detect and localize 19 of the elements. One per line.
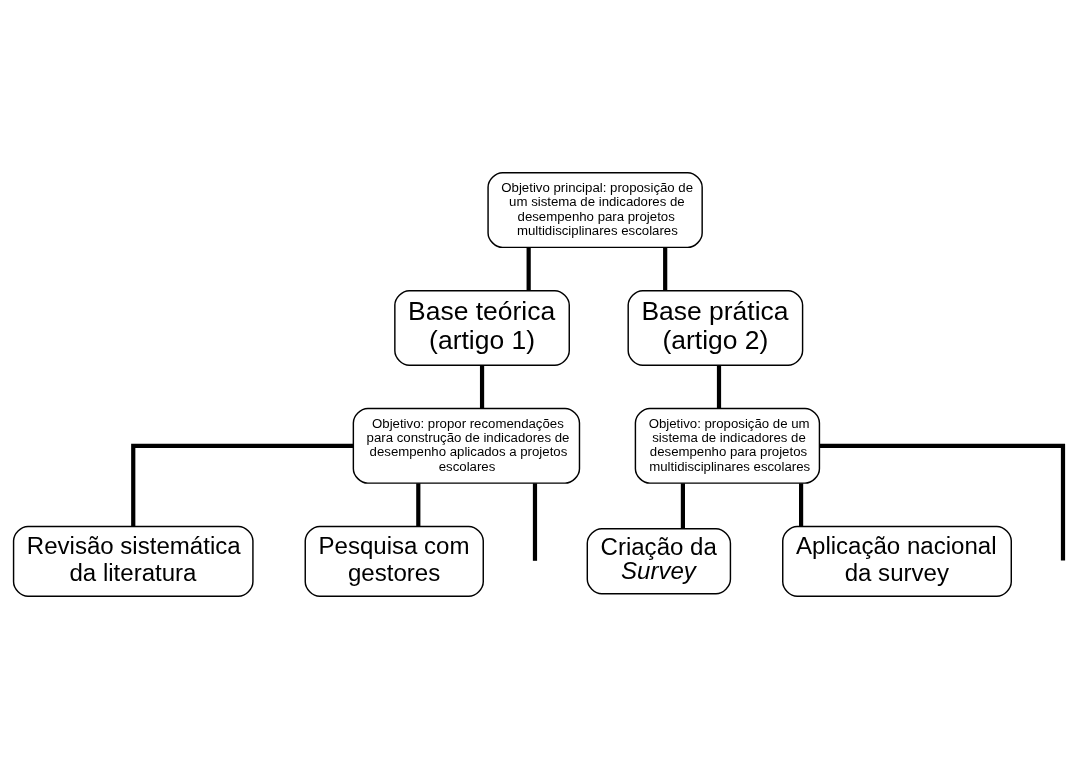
connector xyxy=(131,443,354,527)
connector xyxy=(526,247,531,291)
node-box: Aplicação nacional da survey xyxy=(782,525,1012,597)
connector xyxy=(819,443,1066,561)
connector xyxy=(716,365,722,409)
connector xyxy=(799,483,804,527)
connector xyxy=(532,483,538,561)
connector xyxy=(479,365,485,409)
connector xyxy=(663,247,668,291)
node-box: Revisão sistemática da literatura xyxy=(12,525,254,597)
node-box: Objetivo: propor recomendações para construção de indicadores de desempenho aplicados a projetos escolares xyxy=(352,407,581,484)
node-box: Base teórica (artigo 1) xyxy=(394,289,570,366)
node-box: Criação da Survey xyxy=(586,528,732,595)
node-box: Pesquisa com gestores xyxy=(304,525,484,597)
node-box: Objetivo: proposição de um sistema de indicadores de desempenho para projetos multidisciplinares escolares xyxy=(634,407,821,484)
node-box: Base prática (artigo 2) xyxy=(627,289,804,366)
connector xyxy=(416,483,421,527)
node-box: Objetivo principal: proposição de um sistema de indicadores de desempenho para projetos multidisciplinares escolares xyxy=(487,172,703,249)
connector xyxy=(680,483,686,529)
